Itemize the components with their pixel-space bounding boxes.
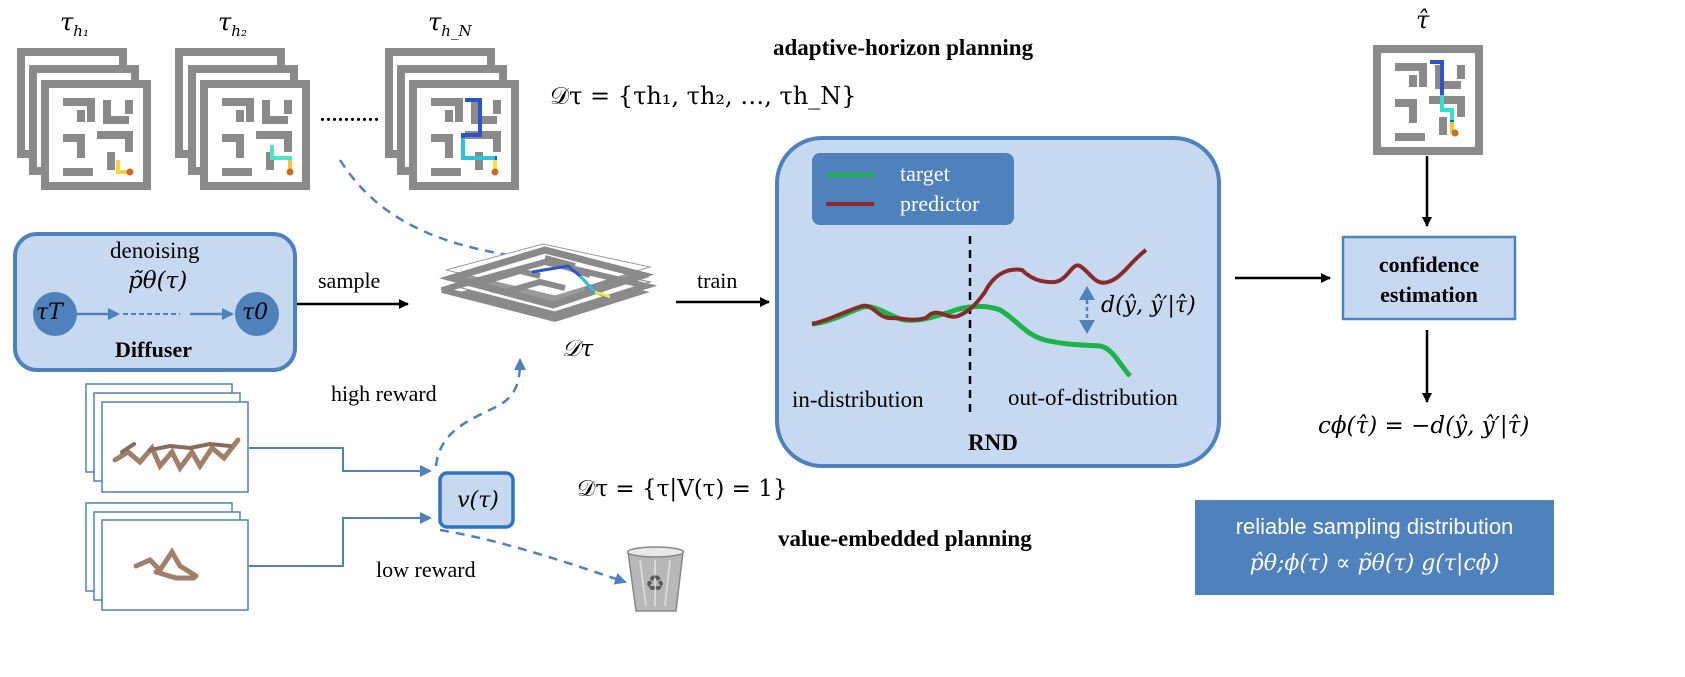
reliable-line1: reliable sampling distribution <box>1235 514 1514 539</box>
maze-stack-1 <box>17 48 151 190</box>
node-tau-0 <box>235 292 279 336</box>
legend-predictor-label: predictor <box>900 191 980 216</box>
adaptive-dataset-formula: 𝒟τ = {τh₁, τh₂, …, τh_N} <box>550 82 857 110</box>
maze-label-1: τh₁ <box>60 8 89 40</box>
reliable-line2: p̂θ;ϕ(τ) ∝ p̃θ(τ) g(τ|cϕ) <box>1249 551 1500 576</box>
maze-stack-2 <box>175 48 310 190</box>
maze-label-n: τh_N <box>428 8 472 40</box>
confidence-box <box>1341 235 1517 321</box>
distance-label: d(ŷ, ŷ′|τ̂) <box>1101 293 1196 318</box>
train-label: train <box>697 268 738 293</box>
diffuser-top-label: denoising <box>110 238 200 263</box>
adaptive-title: adaptive-horizon planning <box>773 35 1034 60</box>
low-reward-dashed-arrow <box>439 528 627 585</box>
legend-target-label: target <box>900 161 950 186</box>
value-dataset-formula: 𝒟τ = {τ|V(τ) = 1} <box>577 476 788 502</box>
maze-ellipsis: .......... <box>320 104 380 126</box>
high-reward-frames <box>85 383 249 493</box>
value-node-label: v(τ) <box>457 488 499 513</box>
in-distribution-label: in-distribution <box>792 387 924 412</box>
confidence-title: confidence estimation <box>1378 252 1480 307</box>
svg-text:♻: ♻ <box>645 571 665 596</box>
node-tau-T-label: τT <box>36 300 63 325</box>
tau-hat-label: τ̂ <box>1416 6 1430 34</box>
diffuser-box <box>13 232 297 372</box>
low-reward-frames <box>85 502 249 611</box>
diffuser-formula: p̃θ(τ) <box>128 268 188 294</box>
rnd-legend-box <box>812 153 1014 225</box>
dataset-maze-stack <box>439 243 658 322</box>
predictor-curve <box>811 248 1148 326</box>
confidence-formula: cϕ(τ̂) = −d(ŷ, ŷ′|τ̂) <box>1318 413 1530 439</box>
rnd-name: RND <box>968 430 1018 455</box>
low-reward-label: low reward <box>376 557 476 582</box>
high-reward-dashed-arrow <box>434 358 526 467</box>
value-title: value-embedded planning <box>778 526 1032 551</box>
maze-label-2: τh₂ <box>218 8 247 40</box>
diffuser-name: Diffuser <box>115 337 192 362</box>
node-tau-T <box>33 292 77 336</box>
dashed-arrow-mazes-to-dataset <box>338 159 530 263</box>
low-reward-connector <box>249 512 432 567</box>
recycle-bin-icon: ♻ <box>626 546 685 612</box>
high-reward-label: high reward <box>331 381 437 406</box>
maze-tau-hat <box>1373 45 1483 155</box>
maze-stack-n <box>385 48 519 190</box>
center-dataset-label: 𝒟τ <box>562 336 594 362</box>
value-node-box <box>438 471 515 529</box>
high-reward-connector <box>249 447 432 477</box>
node-tau-0-label: τ0 <box>242 300 269 325</box>
out-of-distribution-label: out-of-distribution <box>1008 385 1178 410</box>
reliable-box <box>1195 500 1554 595</box>
sample-label: sample <box>318 268 381 293</box>
